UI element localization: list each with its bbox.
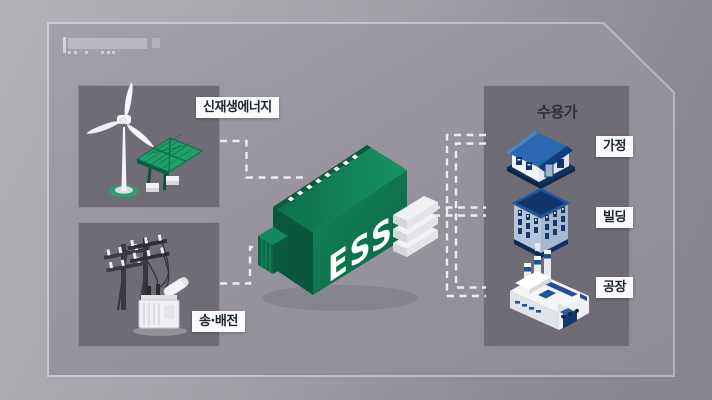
- watermark-bar: [68, 38, 147, 49]
- home-label: 가정: [596, 136, 633, 157]
- watermark-dot: [74, 51, 77, 54]
- factory-label: 공장: [596, 277, 633, 298]
- watermark-dot: [85, 51, 88, 54]
- building-label: 빌딩: [596, 207, 633, 228]
- watermark-square: [152, 38, 160, 48]
- transmission-label: 송·배전: [192, 311, 245, 332]
- watermark-dot: [107, 51, 110, 54]
- consumers-title: 수용가: [537, 103, 577, 121]
- renewable-label: 신재생에너지: [196, 97, 279, 118]
- watermark-dot: [101, 51, 104, 54]
- watermark-tick: [63, 37, 66, 53]
- watermark-dot: [68, 51, 71, 54]
- watermark-dot: [112, 51, 115, 54]
